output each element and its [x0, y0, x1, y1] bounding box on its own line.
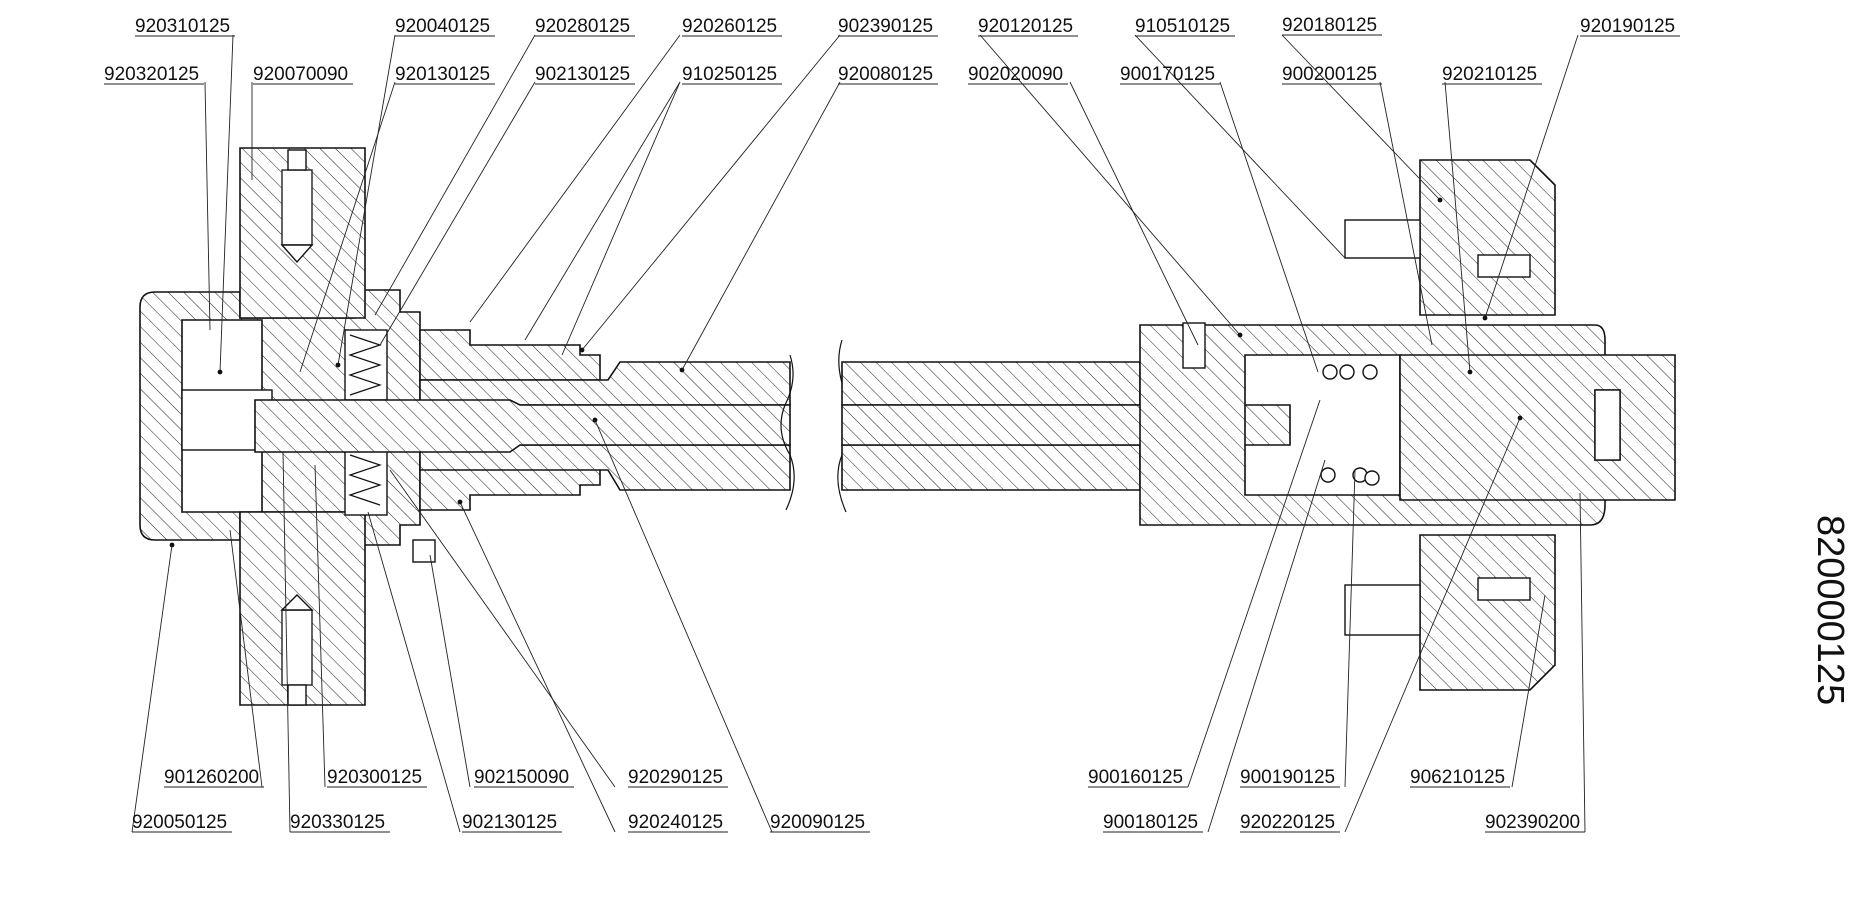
drawing-number: 820000125 [1809, 515, 1851, 705]
head-part [1399, 354, 1676, 501]
upper-pin-part [1344, 219, 1421, 259]
inner-shaft-left-part [254, 399, 791, 453]
callout-label: 920180125 [1282, 15, 1377, 36]
flange-upper-part [1419, 159, 1556, 316]
callout-label: 920240125 [628, 812, 723, 833]
lower-pin-part [1344, 584, 1421, 636]
flange-lower-part [1419, 534, 1556, 691]
upper-bolt-part [281, 169, 313, 246]
callout-label: 902020090 [968, 64, 1063, 85]
left-assembly [139, 147, 851, 706]
callout-label: 920190125 [1580, 16, 1675, 37]
callouts-bottom-row1: 901260200 920300125 902150090 920290125 … [164, 767, 1510, 788]
callout-label: 910250125 [682, 64, 777, 85]
leader-lines [131, 34, 1586, 833]
upper-bolt-tip-part [280, 244, 314, 264]
callout-label: 920310125 [135, 16, 230, 37]
o-rings-part [1320, 364, 1380, 486]
top-screw-part [1182, 322, 1206, 369]
right-assembly [841, 159, 1676, 691]
callout-label: 920130125 [395, 64, 490, 85]
callout-label: 902390200 [1485, 812, 1580, 833]
callout-label: 920050125 [132, 812, 227, 833]
callout-label: 902130125 [535, 64, 630, 85]
callout-label: 901260200 [164, 767, 259, 788]
callout-label: 900160125 [1088, 767, 1183, 788]
callout-label: 920330125 [290, 812, 385, 833]
callouts-bottom-row2: 920050125 920330125 902130125 920240125 … [132, 812, 1585, 833]
callouts-top-row2: 920320125 920070090 920130125 902130125 … [104, 64, 1542, 85]
callout-label: 900170125 [1120, 64, 1215, 85]
callout-label: 920280125 [535, 16, 630, 37]
callout-label: 900190125 [1240, 767, 1335, 788]
callouts-top-row1: 920310125 920040125 920280125 920260125 … [135, 15, 1680, 37]
callout-label: 902130125 [462, 812, 557, 833]
callout-label: 920220125 [1240, 812, 1335, 833]
callout-label: 900200125 [1282, 64, 1377, 85]
callout-label: 920300125 [327, 767, 422, 788]
callout-label: 920290125 [628, 767, 723, 788]
callout-label: 906210125 [1410, 767, 1505, 788]
callout-label: 902390125 [838, 16, 933, 37]
spring-part [344, 329, 388, 516]
callout-label: 920320125 [104, 64, 199, 85]
callout-label: 920120125 [978, 16, 1073, 37]
callout-label: 900180125 [1103, 812, 1198, 833]
callout-label: 920260125 [682, 16, 777, 37]
callout-label: 920040125 [395, 16, 490, 37]
callout-label: 920210125 [1442, 64, 1537, 85]
callout-label: 920070090 [253, 64, 348, 85]
callout-label: 902150090 [474, 767, 569, 788]
callout-label: 910510125 [1135, 16, 1230, 37]
outer-tube-right-part [841, 361, 1141, 406]
callout-label: 920080125 [838, 64, 933, 85]
callout-label: 920090125 [770, 812, 865, 833]
set-screw-part [412, 539, 436, 563]
